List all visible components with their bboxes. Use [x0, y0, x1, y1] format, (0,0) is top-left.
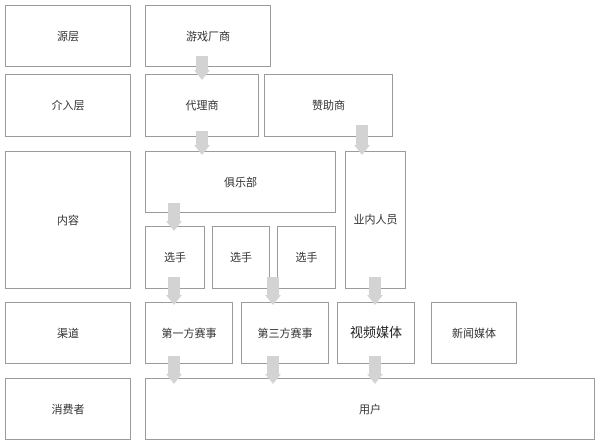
node-player-3: 选手 — [277, 226, 336, 289]
layer-consumer-label: 消费者 — [51, 402, 85, 416]
node-third-party-event: 第三方赛事 — [241, 302, 329, 364]
node-agent-label: 代理商 — [185, 99, 219, 112]
arrow-sponsor-to-insiders — [354, 125, 370, 155]
node-club-label: 俱乐部 — [224, 175, 257, 189]
layer-content: 内容 — [5, 151, 131, 289]
layer-access: 介入层 — [5, 74, 131, 137]
arrow-third-party-to-users — [265, 356, 281, 384]
layer-access-label: 介入层 — [51, 99, 85, 112]
layer-consumer: 消费者 — [5, 378, 131, 440]
node-player-3-label: 选手 — [295, 251, 318, 264]
arrow-vendor-to-agent — [194, 56, 210, 80]
node-third-party-event-label: 第三方赛事 — [257, 326, 313, 340]
node-video-media-label: 视频媒体 — [349, 325, 402, 341]
arrow-first-party-to-users — [166, 356, 182, 384]
node-player-2: 选手 — [212, 226, 270, 289]
node-news-media: 新闻媒体 — [431, 302, 517, 364]
node-users-label: 用户 — [359, 402, 381, 416]
node-first-party-event: 第一方赛事 — [145, 302, 233, 364]
node-industry-insiders: 业内人员 — [345, 151, 406, 289]
node-player-2-label: 选手 — [230, 251, 252, 264]
node-game-vendor-label: 游戏厂商 — [186, 29, 230, 43]
node-player-1-label: 选手 — [164, 251, 186, 264]
node-agent: 代理商 — [145, 74, 259, 137]
node-sponsor-label: 赞助商 — [312, 99, 345, 112]
arrow-video-to-users — [367, 356, 383, 384]
layer-source-label: 源层 — [57, 29, 79, 43]
arrow-club-to-players — [166, 203, 182, 231]
node-users: 用户 — [145, 378, 595, 440]
node-video-media: 视频媒体 — [337, 302, 415, 364]
node-club: 俱乐部 — [145, 151, 336, 213]
layer-source: 源层 — [5, 5, 131, 67]
node-news-media-label: 新闻媒体 — [452, 326, 496, 340]
arrow-insiders-to-video — [367, 277, 383, 305]
node-industry-insiders-label: 业内人员 — [353, 213, 398, 226]
arrow-player-to-first-party — [166, 277, 182, 305]
arrow-agent-to-club — [194, 131, 210, 155]
layer-content-label: 内容 — [57, 213, 79, 227]
layer-channel: 渠道 — [5, 302, 131, 364]
node-first-party-event-label: 第一方赛事 — [161, 326, 217, 340]
arrow-player-to-third-party — [265, 277, 281, 305]
layer-channel-label: 渠道 — [57, 326, 79, 340]
node-game-vendor: 游戏厂商 — [145, 5, 271, 67]
node-sponsor: 赞助商 — [264, 74, 393, 137]
